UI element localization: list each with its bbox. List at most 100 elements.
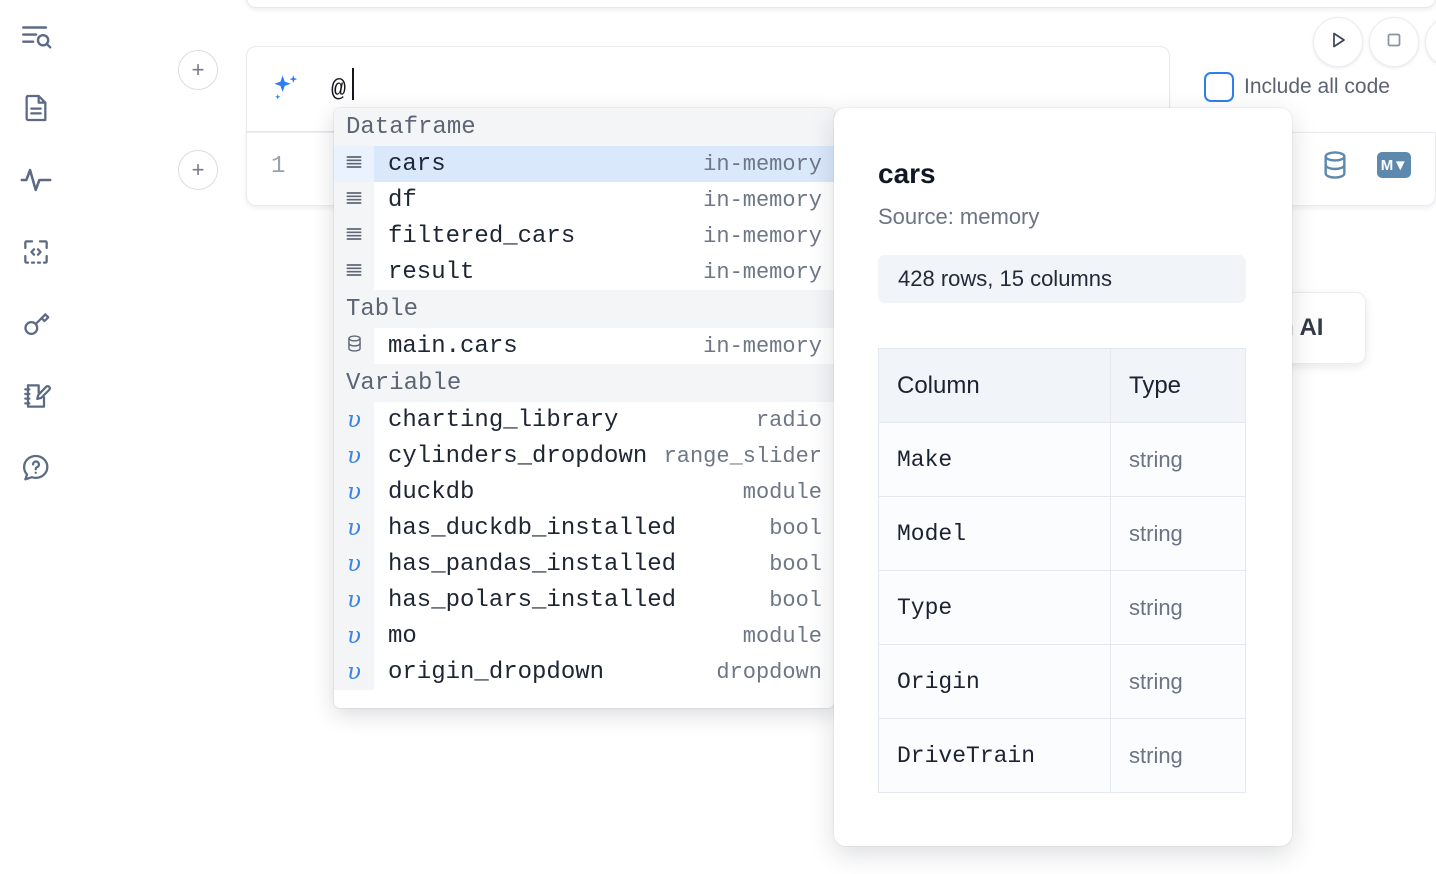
autocomplete-item-icon: υ: [334, 582, 374, 618]
autocomplete-item-meta: bool: [769, 587, 822, 613]
autocomplete-group-header: Table: [334, 290, 834, 328]
autocomplete-item-icon: υ: [334, 510, 374, 546]
variable-upsilon-icon: υ: [347, 551, 361, 577]
autocomplete-item-meta: in-memory: [703, 187, 822, 213]
schema-column-name: Make: [878, 422, 1111, 497]
autocomplete-item-meta: module: [742, 623, 822, 649]
line-number: 1: [271, 153, 286, 180]
autocomplete-item-icon: υ: [334, 438, 374, 474]
variable-upsilon-icon: υ: [347, 407, 361, 433]
autocomplete-item-name: main.cars: [388, 332, 518, 360]
play-icon: [1326, 28, 1350, 57]
stop-square-icon: [1383, 29, 1405, 56]
dataframe-rows-icon: [344, 188, 364, 213]
autocomplete-item-icon: υ: [334, 618, 374, 654]
detail-title: cars: [878, 158, 936, 189]
autocomplete-item-icon: υ: [334, 546, 374, 582]
autocomplete-item-meta: in-memory: [703, 333, 822, 359]
autocomplete-item-meta: in-memory: [703, 259, 822, 285]
sidebar-item-activity[interactable]: [12, 156, 60, 204]
database-sql-icon[interactable]: [1319, 149, 1351, 181]
autocomplete-item-icon: [334, 146, 374, 182]
sidebar-item-secrets[interactable]: [12, 300, 60, 348]
autocomplete-item-meta: bool: [769, 515, 822, 541]
autocomplete-item[interactable]: υ mo module: [334, 618, 834, 654]
autocomplete-item[interactable]: filtered_cars in-memory: [334, 218, 834, 254]
autocomplete-item-icon: [334, 254, 374, 290]
schema-column-type: string: [1110, 644, 1246, 719]
schema-column-header: Type: [1110, 348, 1246, 423]
autocomplete-item-meta: range_slider: [663, 443, 822, 469]
ai-sparkle-icon: [269, 71, 303, 105]
autocomplete-item-name: filtered_cars: [388, 222, 576, 250]
autocomplete-item-name: has_polars_installed: [388, 586, 677, 614]
autocomplete-item-icon: [334, 328, 374, 364]
variable-upsilon-icon: υ: [347, 623, 361, 649]
autocomplete-item-name: result: [388, 258, 475, 286]
variable-upsilon-icon: υ: [347, 659, 361, 685]
schema-column-name: Origin: [878, 644, 1111, 719]
autocomplete-item-icon: υ: [334, 402, 374, 438]
autocomplete-item-name: origin_dropdown: [388, 658, 605, 686]
autocomplete-item-icon: υ: [334, 474, 374, 510]
autocomplete-item[interactable]: υ has_polars_installed bool: [334, 582, 834, 618]
dataframe-detail-panel: cars Source: memory 428 rows, 15 columns…: [834, 108, 1292, 846]
autocomplete-item-meta: radio: [755, 407, 822, 433]
autocomplete-item[interactable]: υ origin_dropdown dropdown: [334, 654, 834, 690]
add-cell-below-button[interactable]: +: [178, 150, 218, 190]
cell-toolbar: M▼: [1319, 149, 1411, 181]
sidebar-item-snippets[interactable]: [12, 228, 60, 276]
autocomplete-item-icon: [334, 182, 374, 218]
document-icon: [20, 92, 52, 124]
schema-column-type: string: [1110, 496, 1246, 571]
more-actions-button[interactable]: [1425, 17, 1436, 67]
sidebar-item-scratchpad[interactable]: [12, 372, 60, 420]
run-cell-button[interactable]: [1313, 17, 1363, 67]
include-all-code-checkbox[interactable]: [1204, 72, 1234, 102]
autocomplete-item[interactable]: υ has_duckdb_installed bool: [334, 510, 834, 546]
autocomplete-item-name: has_duckdb_installed: [388, 514, 677, 542]
autocomplete-item-meta: dropdown: [716, 659, 822, 685]
variable-upsilon-icon: υ: [347, 515, 361, 541]
markdown-icon[interactable]: M▼: [1377, 152, 1411, 178]
schema-column-type: string: [1110, 422, 1246, 497]
autocomplete-item-name: duckdb: [388, 478, 475, 506]
autocomplete-item-meta: in-memory: [703, 151, 822, 177]
variable-upsilon-icon: υ: [347, 479, 361, 505]
autocomplete-item-meta: in-memory: [703, 223, 822, 249]
activity-pulse-icon: [19, 163, 53, 197]
sidebar-item-help[interactable]: [12, 444, 60, 492]
autocomplete-item[interactable]: υ cylinders_dropdown range_slider: [334, 438, 834, 474]
autocomplete-item[interactable]: main.cars in-memory: [334, 328, 834, 364]
include-all-code-label: Include all code: [1244, 75, 1390, 98]
variable-upsilon-icon: υ: [347, 587, 361, 613]
autocomplete-item-name: mo: [388, 622, 417, 650]
autocomplete-item-name: has_pandas_installed: [388, 550, 677, 578]
sidebar-item-explore[interactable]: [12, 12, 60, 60]
schema-column-name: DriveTrain: [878, 718, 1111, 793]
ai-prompt-input[interactable]: [331, 69, 1131, 109]
autocomplete-item-icon: [334, 218, 374, 254]
stop-cell-button[interactable]: [1369, 17, 1419, 67]
include-all-code-toggle[interactable]: Include all code: [1204, 72, 1390, 102]
autocomplete-item-icon: υ: [334, 654, 374, 690]
dataframe-rows-icon: [344, 152, 364, 177]
add-cell-above-button[interactable]: +: [178, 50, 218, 90]
autocomplete-item-name: cylinders_dropdown: [388, 442, 648, 470]
notepad-pencil-icon: [20, 380, 52, 412]
schema-column-name: Model: [878, 496, 1111, 571]
sidebar-item-notebook[interactable]: [12, 84, 60, 132]
autocomplete-item[interactable]: result in-memory: [334, 254, 834, 290]
